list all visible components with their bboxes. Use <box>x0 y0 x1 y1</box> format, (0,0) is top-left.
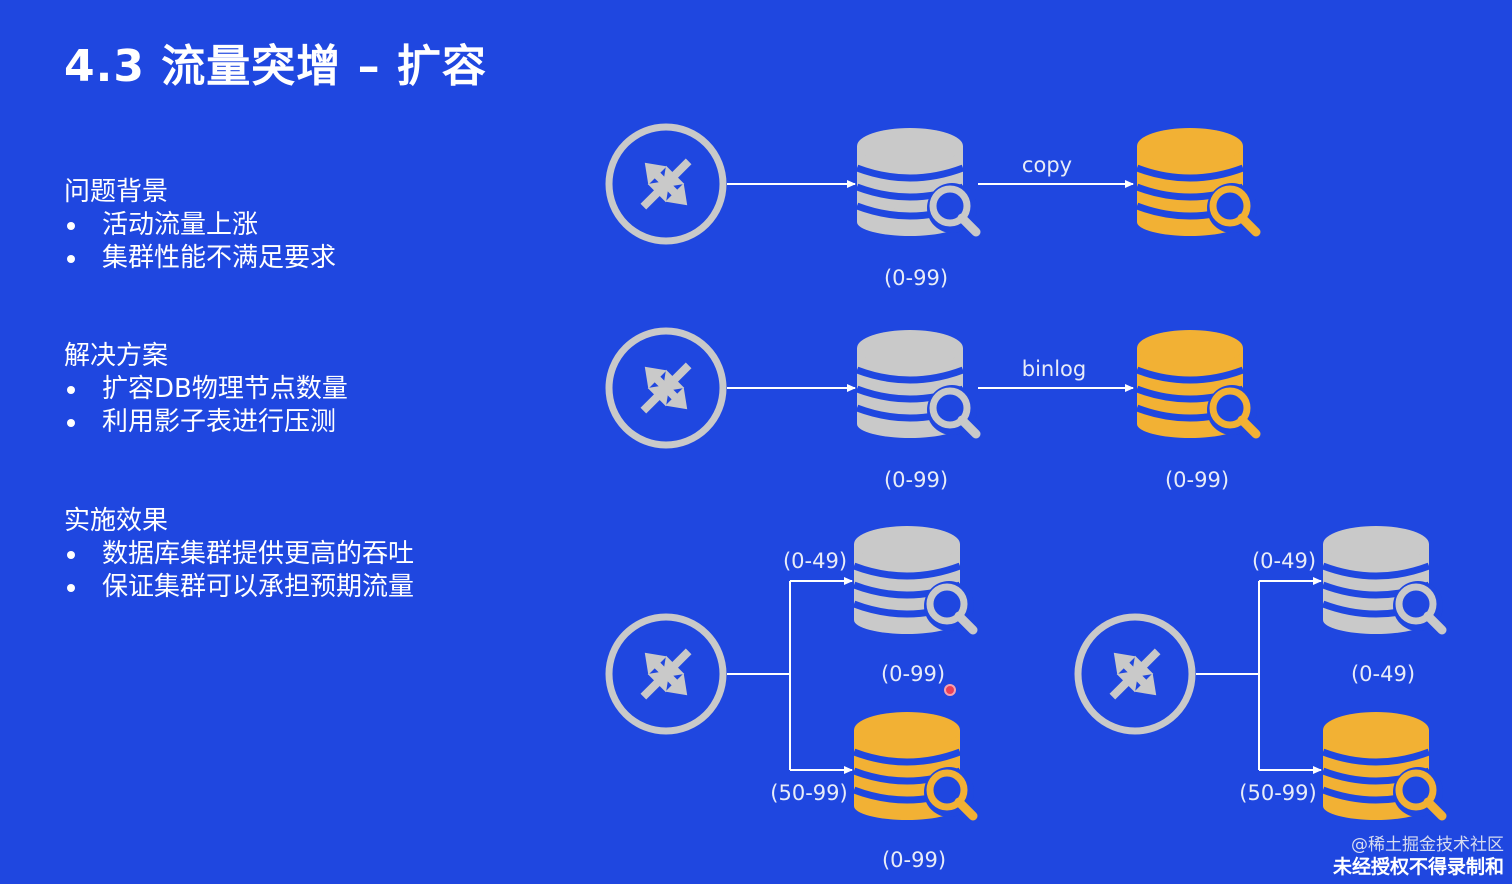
shard-range-label: (0-49) <box>783 549 847 573</box>
bullet-item: 数据库集群提供更高的吞吐 <box>64 538 414 571</box>
database-search-icon <box>1323 712 1443 820</box>
database-search-icon <box>854 526 974 634</box>
range-label: (0-99) <box>882 848 946 872</box>
router-icon <box>1078 617 1192 731</box>
router-icon <box>609 617 723 731</box>
database-search-icon <box>1137 128 1257 236</box>
pointer-dot <box>944 684 956 696</box>
bullet-item: 保证集群可以承担预期流量 <box>64 571 414 604</box>
shard-range-label: (0-49) <box>1252 549 1316 573</box>
copy-edge-label: copy <box>1022 153 1072 177</box>
range-label: (0-99) <box>884 266 948 290</box>
slide-title: 4.3 流量突增 – 扩容 <box>64 41 487 92</box>
bullet-item: 集群性能不满足要求 <box>64 242 336 275</box>
shard-range-label: (50-99) <box>770 781 847 805</box>
database-search-icon <box>857 330 977 438</box>
section-result: 实施效果 数据库集群提供更高的吞吐 保证集群可以承担预期流量 <box>64 505 414 604</box>
section-problem-background: 问题背景 活动流量上涨 集群性能不满足要求 <box>64 176 336 275</box>
router-icon <box>609 127 723 241</box>
bullet-list: 扩容DB物理节点数量 利用影子表进行压测 <box>64 373 348 439</box>
router-icon <box>609 331 723 445</box>
section-heading: 解决方案 <box>64 341 169 371</box>
bullet-item: 活动流量上涨 <box>64 209 336 242</box>
range-label: (0-99) <box>881 662 945 686</box>
watermark-line: 未经授权不得录制和 <box>1332 856 1504 878</box>
watermark-line: @稀土掘金技术社区 <box>1351 835 1504 855</box>
range-label: (0-99) <box>1165 468 1229 492</box>
bullet-list: 数据库集群提供更高的吞吐 保证集群可以承担预期流量 <box>64 538 414 604</box>
binlog-edge-label: binlog <box>1022 357 1087 381</box>
range-label: (0-99) <box>884 468 948 492</box>
database-search-icon <box>1323 526 1443 634</box>
section-heading: 实施效果 <box>64 506 169 536</box>
section-heading: 问题背景 <box>64 177 169 207</box>
range-label: (0-49) <box>1351 662 1415 686</box>
database-search-icon <box>857 128 977 236</box>
bullet-list: 活动流量上涨 集群性能不满足要求 <box>64 209 336 275</box>
database-search-icon <box>1137 330 1257 438</box>
shard-range-label: (50-99) <box>1239 781 1316 805</box>
database-search-icon <box>854 712 974 820</box>
bullet-item: 利用影子表进行压测 <box>64 406 348 439</box>
section-solution: 解决方案 扩容DB物理节点数量 利用影子表进行压测 <box>64 340 348 439</box>
bullet-item: 扩容DB物理节点数量 <box>64 373 348 406</box>
watermark: @稀土掘金技术社区 未经授权不得录制和 <box>1333 834 1504 878</box>
